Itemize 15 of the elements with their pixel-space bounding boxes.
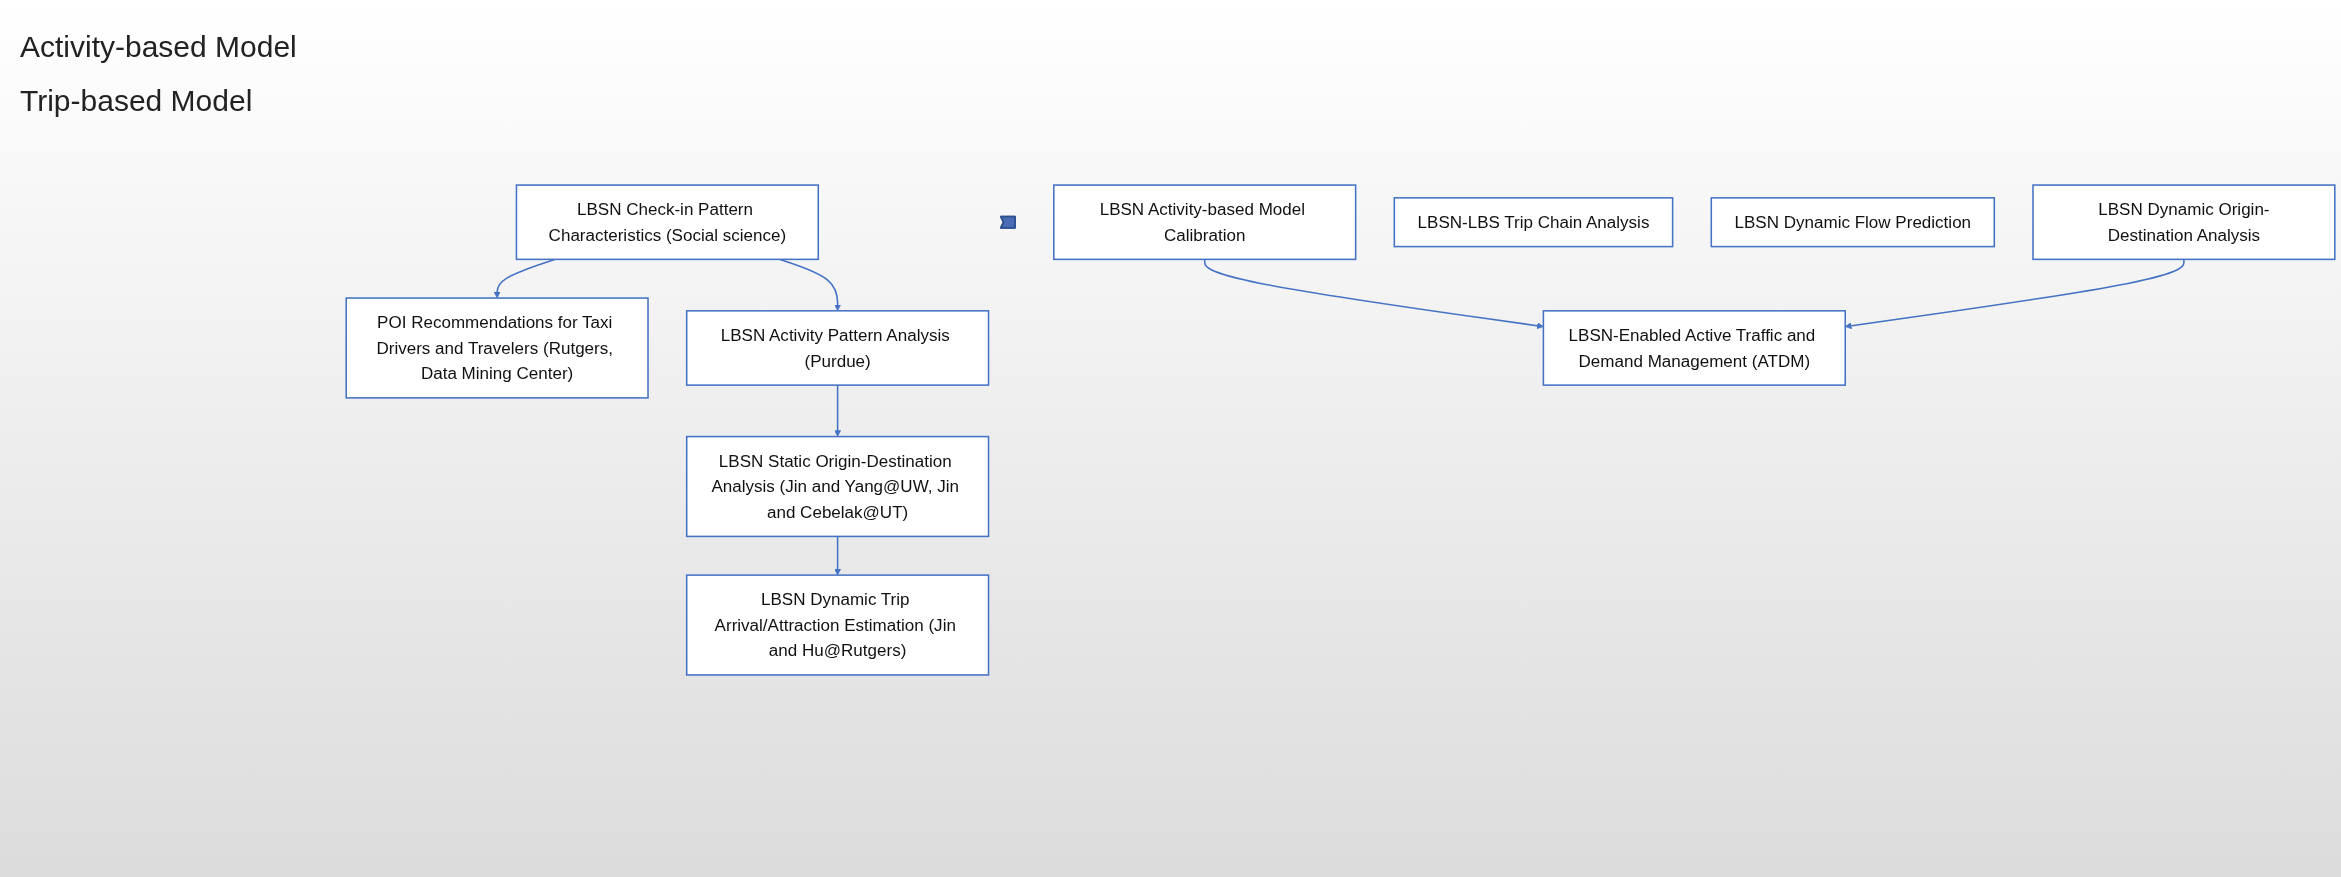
node-box: LBSN Check-in Pattern Characteristics (Social science): [515, 184, 820, 261]
node-box: LBSN Static Origin-Destination Analysis (Jin and Yang@UW, Jin and Cebelak@UT): [685, 435, 990, 538]
node-box: LBSN-Enabled Active Traffic and Demand Management (ATDM): [1542, 310, 1846, 386]
arrow: [834, 535, 841, 576]
node-box: POI Recommendations for Taxi Drivers and Travelers (Rutgers, Data Mining Center): [345, 297, 649, 399]
node-box: LBSN Activity-based Model Calibration: [1053, 184, 1357, 261]
node-box: LBSN Activity Pattern Analysis (Purdue): [685, 310, 990, 386]
arrow: [834, 384, 841, 437]
group-label: Activity-based Model: [20, 30, 298, 64]
node-box: LBSN Dynamic Flow Prediction: [1710, 197, 1996, 248]
group-label: Trip-based Model: [20, 84, 254, 118]
arrow: [1203, 258, 1544, 330]
node-box: LBSN-LBS Trip Chain Analysis: [1393, 197, 1674, 248]
node-box: LBSN Dynamic Origin-Destination Analysis: [2032, 184, 2336, 261]
node-box: LBSN Dynamic Trip Arrival/Attraction Estimation (Jin and Hu@Rutgers): [685, 574, 990, 676]
